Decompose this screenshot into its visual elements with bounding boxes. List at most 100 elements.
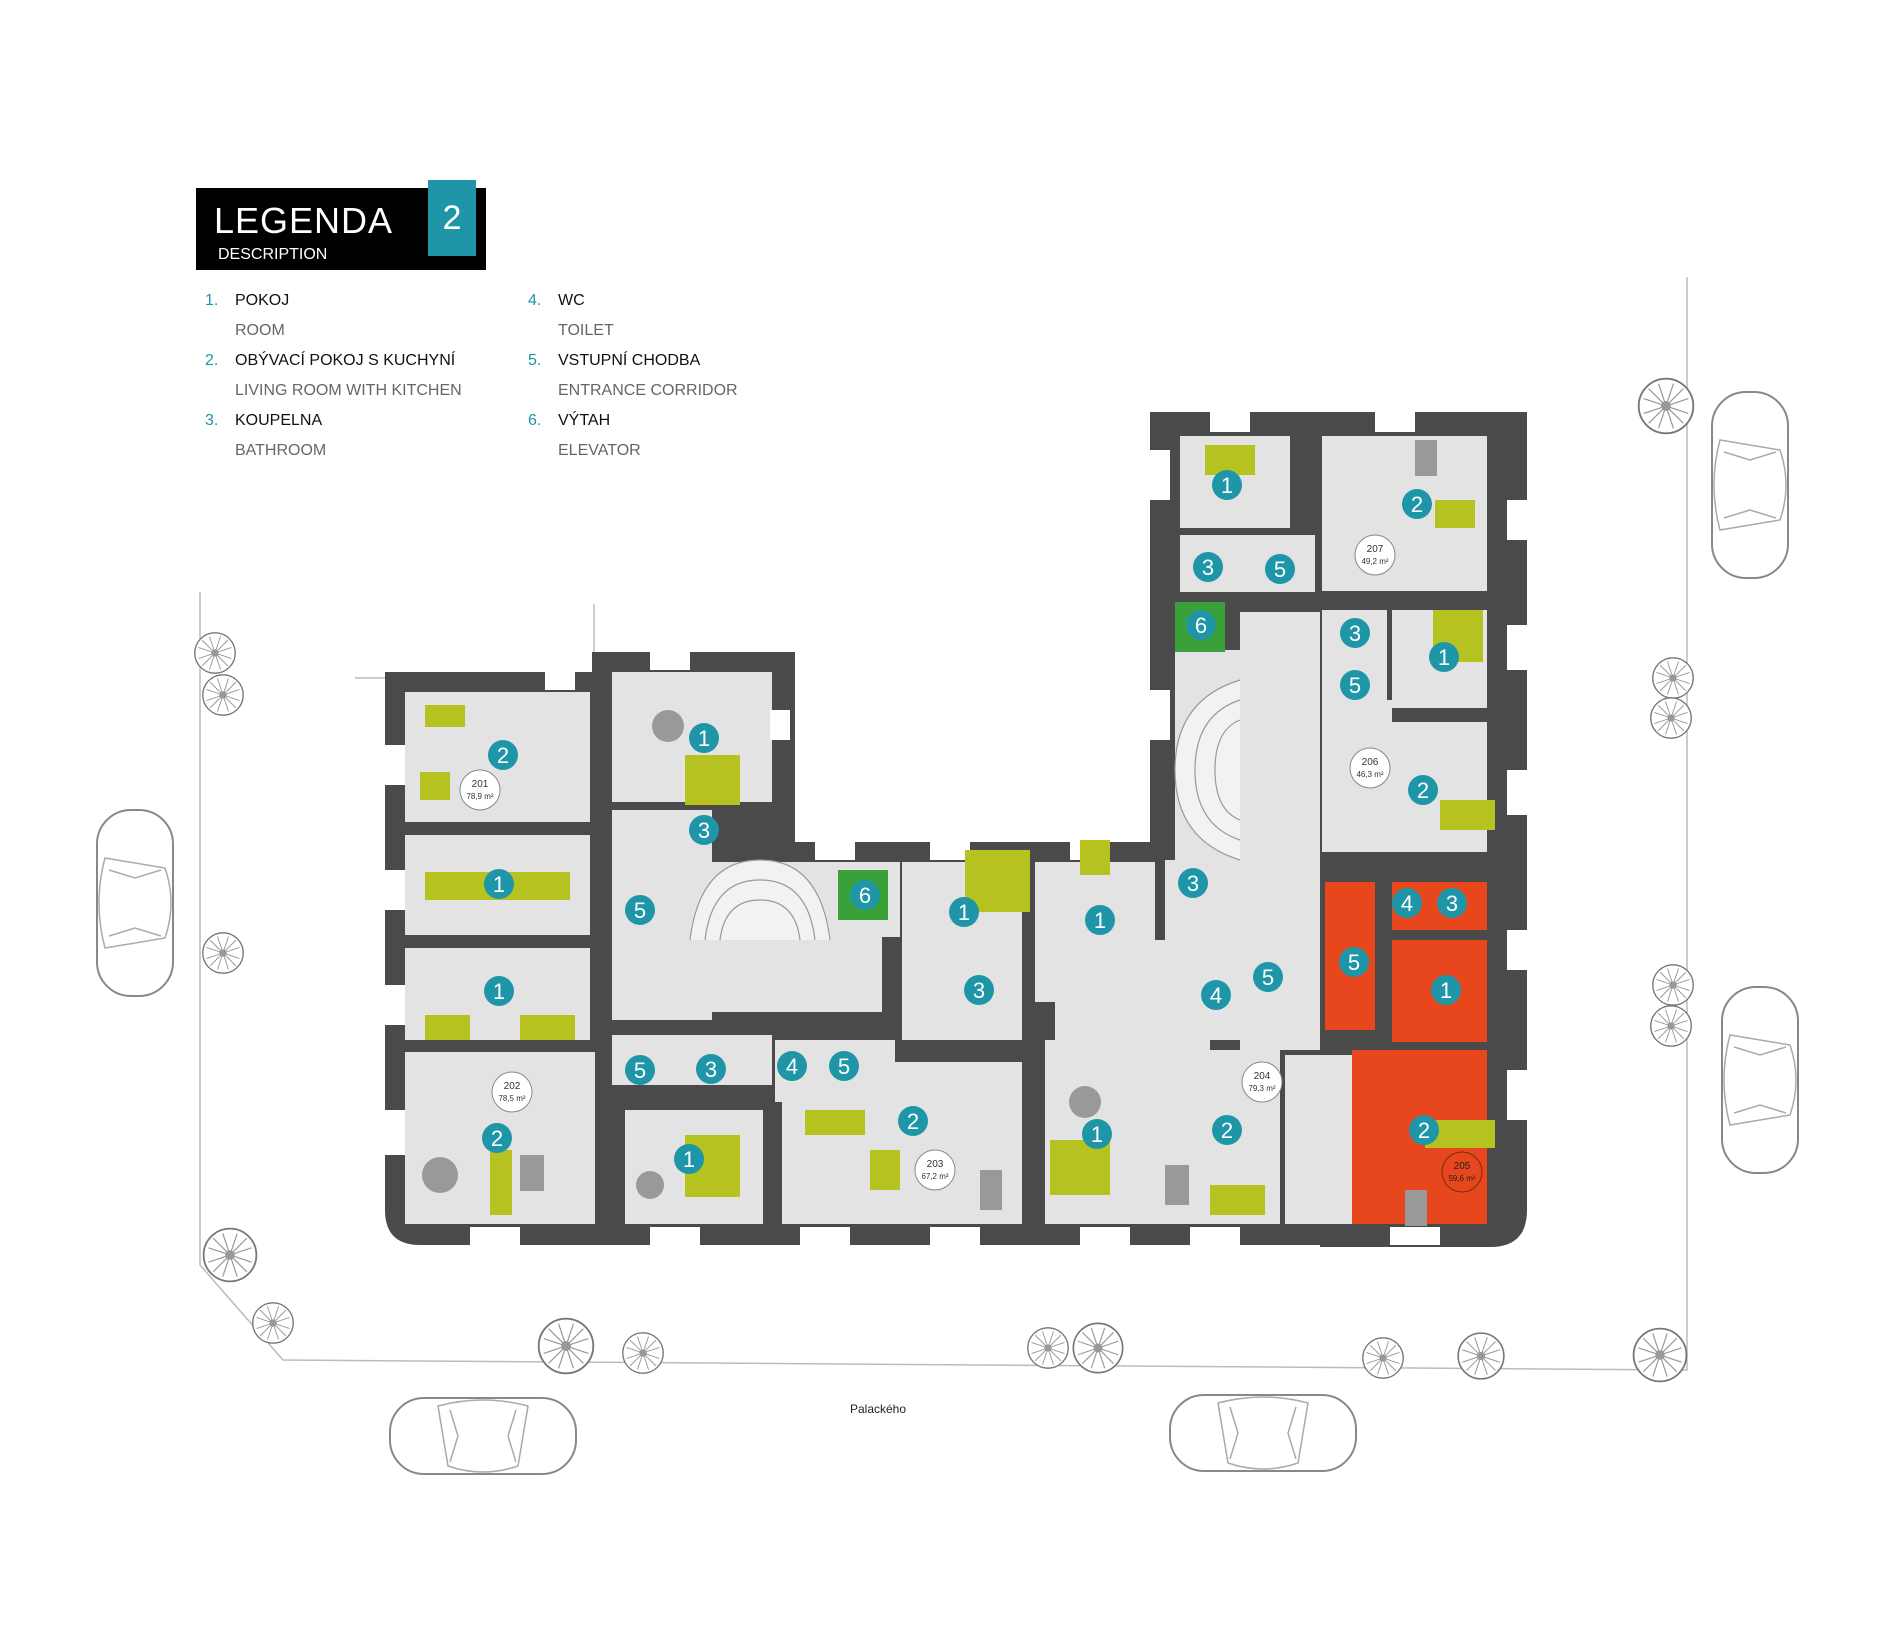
svg-text:4: 4 (1401, 891, 1413, 916)
legend-item-number: 3. (205, 412, 219, 429)
svg-text:6: 6 (859, 883, 871, 908)
legend-item-number: 2. (205, 352, 219, 369)
svg-text:1: 1 (1438, 645, 1450, 670)
room-marker: 1 (484, 976, 514, 1006)
legend-subtitle: DESCRIPTION (218, 246, 328, 263)
car-icon (96, 809, 174, 997)
legend-item-translation: TOILET (558, 322, 614, 339)
svg-text:6: 6 (1195, 613, 1207, 638)
legend-item-corridor: 5. VSTUPNÍ CHODBA ENTRANCE CORRIDOR (528, 352, 808, 412)
building-walls (385, 412, 1527, 1247)
apartment-203: 203 67,2 m² (914, 1149, 956, 1191)
room-marker: 5 (1253, 962, 1283, 992)
room-marker: 4 (1392, 888, 1422, 918)
tree-icon (1652, 964, 1694, 1006)
svg-text:2: 2 (1411, 492, 1423, 517)
legend-item-label: POKOJ (235, 292, 290, 309)
tree-icon (1650, 1005, 1692, 1047)
svg-text:5: 5 (634, 898, 646, 923)
legend-item-translation: LIVING ROOM WITH KITCHEN (235, 382, 462, 399)
room-marker: 2 (1212, 1115, 1242, 1145)
room-marker: 6 (850, 880, 880, 910)
room-marker: 2 (1402, 489, 1432, 519)
room-marker: 4 (1201, 980, 1231, 1010)
legend-item-number: 4. (528, 292, 542, 309)
room-marker: 2 (898, 1106, 928, 1136)
apartment-207: 207 49,2 m² (1354, 534, 1396, 576)
legend-item-number: 1. (205, 292, 219, 309)
svg-text:3: 3 (1202, 555, 1214, 580)
room-markers: 1 2 3 1 5 6 1 1 3 1 3 4 5 5 3 4 5 2 2 1 … (482, 470, 1467, 1174)
legend-item-number: 5. (528, 352, 542, 369)
staircase-east (1174, 679, 1241, 861)
legend-item-translation: ELEVATOR (558, 442, 641, 459)
tree-icon (202, 1227, 258, 1283)
svg-text:3: 3 (705, 1057, 717, 1082)
floor-number-badge: 2 (428, 180, 476, 256)
legend-item-wc: 4. WC TOILET (528, 292, 808, 352)
svg-text:1: 1 (1094, 908, 1106, 933)
room-marker: 5 (1339, 947, 1369, 977)
apartment-area: 78,5 m² (498, 1094, 525, 1103)
room-marker: 1 (1429, 642, 1459, 672)
svg-text:3: 3 (973, 978, 985, 1003)
room-marker: 1 (674, 1144, 704, 1174)
apartment-202: 202 78,5 m² (491, 1071, 533, 1113)
room-marker: 2 (1408, 775, 1438, 805)
svg-text:5: 5 (1348, 950, 1360, 975)
svg-text:1: 1 (1221, 473, 1233, 498)
svg-text:3: 3 (1349, 621, 1361, 646)
svg-text:5: 5 (1274, 557, 1286, 582)
legend-header: LEGENDA DESCRIPTION 2 (196, 180, 486, 270)
tree-icon (1457, 1332, 1505, 1380)
svg-text:5: 5 (1262, 965, 1274, 990)
apartment-labels: 201 78,9 m² 202 78,5 m² 203 67,2 m² 204 … (459, 534, 1483, 1193)
svg-text:4: 4 (786, 1054, 798, 1079)
apartment-id: 202 (504, 1081, 521, 1092)
room-marker: 5 (1265, 554, 1295, 584)
legend-item-elevator: 6. VÝTAH ELEVATOR (528, 412, 808, 472)
room-marker: 5 (1340, 670, 1370, 700)
svg-text:2: 2 (1418, 1118, 1430, 1143)
svg-text:1: 1 (1091, 1122, 1103, 1147)
svg-text:2: 2 (907, 1109, 919, 1134)
svg-text:5: 5 (1349, 673, 1361, 698)
svg-text:3: 3 (698, 818, 710, 843)
room-marker: 1 (1082, 1119, 1112, 1149)
tree-icon (194, 632, 236, 674)
tree-icon (1652, 657, 1694, 699)
apartment-id: 206 (1362, 757, 1379, 768)
tree-icon (1632, 1327, 1688, 1383)
legend-item-translation: ROOM (235, 322, 285, 339)
room-marker: 6 (1186, 610, 1216, 640)
staircase-west (689, 859, 831, 941)
legend-item-number: 6. (528, 412, 542, 429)
room-marker: 3 (964, 975, 994, 1005)
tree-icon (1072, 1322, 1124, 1374)
windows (385, 412, 1527, 1245)
room-marker: 3 (1340, 618, 1370, 648)
apartment-206: 206 46,3 m² (1349, 747, 1391, 789)
legend-item-translation: ENTRANCE CORRIDOR (558, 382, 738, 399)
room-marker: 1 (689, 723, 719, 753)
legend-item-translation: BATHROOM (235, 442, 327, 459)
apartment-area: 49,2 m² (1361, 557, 1388, 566)
legend-title: LEGENDA (214, 200, 394, 241)
room-marker: 3 (1437, 888, 1467, 918)
room-marker: 3 (1178, 868, 1208, 898)
svg-text:3: 3 (1446, 891, 1458, 916)
legend-item-label: VÝTAH (558, 412, 611, 429)
tree-icon (1650, 697, 1692, 739)
tree-icon (1027, 1327, 1069, 1369)
apartment-area: 67,2 m² (921, 1172, 948, 1181)
svg-text:3: 3 (1187, 871, 1199, 896)
apartment-id: 205 (1454, 1161, 1471, 1172)
svg-text:5: 5 (634, 1058, 646, 1083)
car-icon (1721, 986, 1799, 1174)
legend-item-label: OBÝVACÍ POKOJ S KUCHYNÍ (235, 352, 456, 369)
svg-text:1: 1 (493, 979, 505, 1004)
svg-text:1: 1 (958, 900, 970, 925)
legend-item-label: VSTUPNÍ CHODBA (558, 352, 701, 369)
